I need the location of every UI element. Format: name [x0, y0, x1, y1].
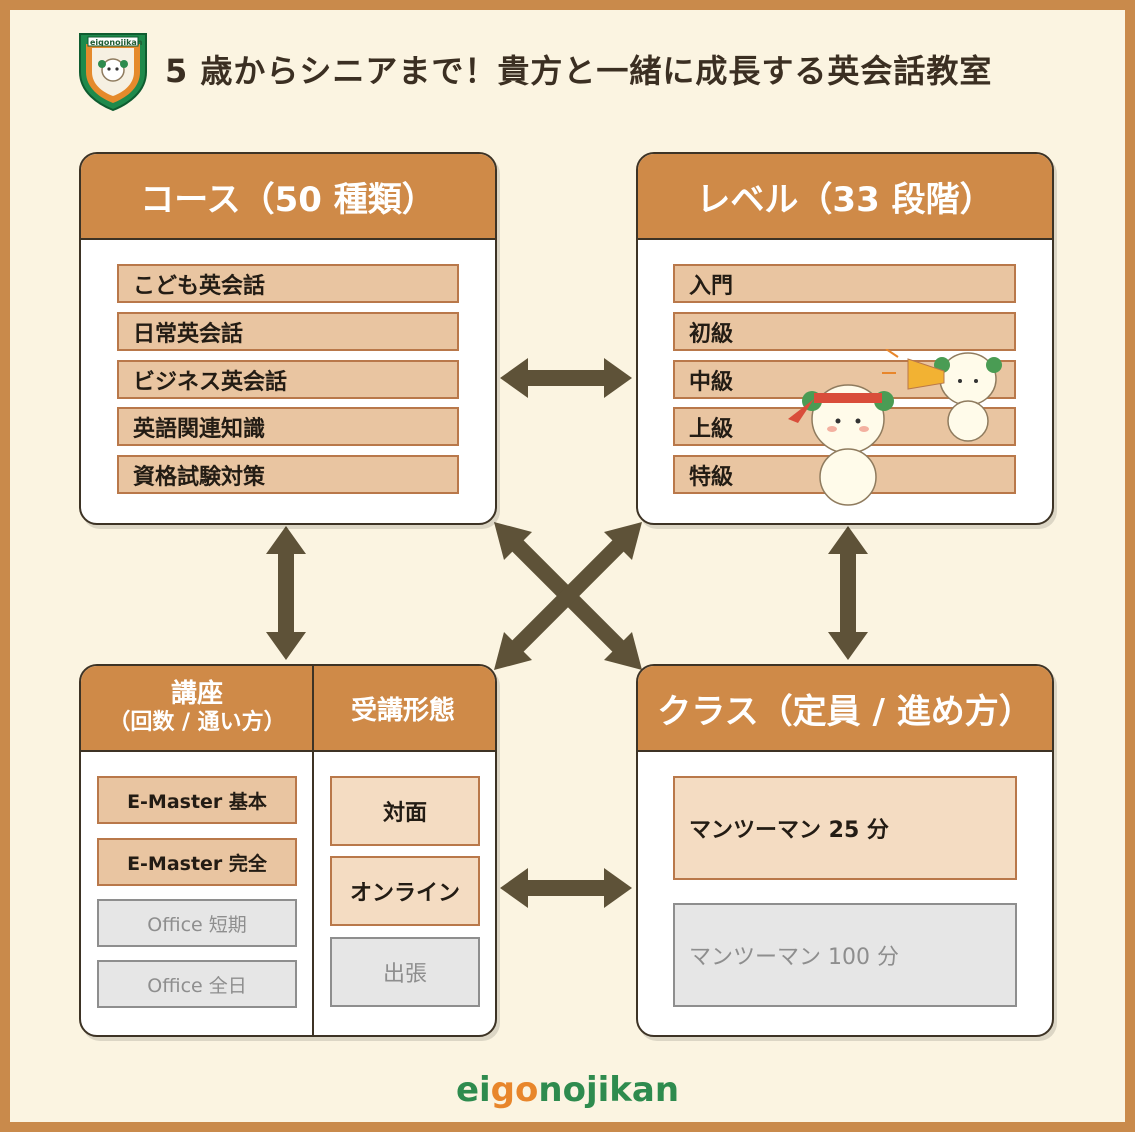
course-item: 日常英会話: [117, 312, 459, 351]
lecture-item: Office 短期: [97, 899, 297, 947]
course-item: 英語関連知識: [117, 407, 459, 446]
school-emblem-icon: [79, 33, 147, 112]
level-item: 入門: [673, 264, 1016, 303]
level-card-title: レベル（33 段階）: [638, 154, 1052, 240]
class-card-title: クラス（定員 / 進め方）: [638, 666, 1052, 752]
course-card-title: コース（50 種類）: [81, 154, 495, 240]
format-title: 受講形態: [350, 695, 455, 726]
emblem-logo-text: eigonojikan: [90, 38, 143, 47]
level-item: 初級: [673, 312, 1016, 351]
lecture-format-card: 講座 （回数 / 通い方） 受講形態 E-Master 基本 E-Master …: [79, 664, 497, 1037]
mascot-cheering-icon: [788, 384, 894, 506]
level-card: レベル（33 段階） 入門 初級 中級 上級 特級: [636, 152, 1054, 525]
class-item: マンツーマン 100 分: [673, 903, 1017, 1007]
brand-part: go: [490, 1070, 539, 1110]
mascot-megaphone-icon: [882, 349, 1002, 442]
lecture-item: E-Master 基本: [97, 776, 297, 824]
format-item: 出張: [330, 937, 480, 1007]
class-card: クラス（定員 / 進め方） マンツーマン 25 分 マンツーマン 100 分: [636, 664, 1054, 1037]
class-item: マンツーマン 25 分: [673, 776, 1017, 880]
page-title: 5 歳からシニアまで！貴方と一緒に成長する英会話教室: [165, 52, 993, 90]
column-divider: [312, 666, 314, 1035]
mascot-illustration: [788, 349, 1002, 506]
lecture-subtitle: （回数 / 通い方）: [108, 710, 286, 736]
brand-part: ei: [455, 1070, 491, 1110]
lecture-title: 講座: [170, 679, 223, 710]
lecture-item: Office 全日: [97, 960, 297, 1008]
lecture-format-header: 講座 （回数 / 通い方） 受講形態: [81, 666, 495, 752]
course-item: ビジネス英会話: [117, 360, 459, 399]
format-item: 対面: [330, 776, 480, 846]
lecture-item: E-Master 完全: [97, 838, 297, 886]
brand-part: jikan: [585, 1070, 680, 1110]
brand-part: no: [538, 1070, 586, 1110]
footer-brand-logo: eigonojikan: [0, 1070, 1135, 1110]
course-card: コース（50 種類） こども英会話 日常英会話 ビジネス英会話 英語関連知識 資…: [79, 152, 497, 525]
course-item: こども英会話: [117, 264, 459, 303]
lecture-header: 講座 （回数 / 通い方）: [81, 679, 313, 736]
course-item: 資格試験対策: [117, 455, 459, 494]
format-item: オンライン: [330, 856, 480, 926]
